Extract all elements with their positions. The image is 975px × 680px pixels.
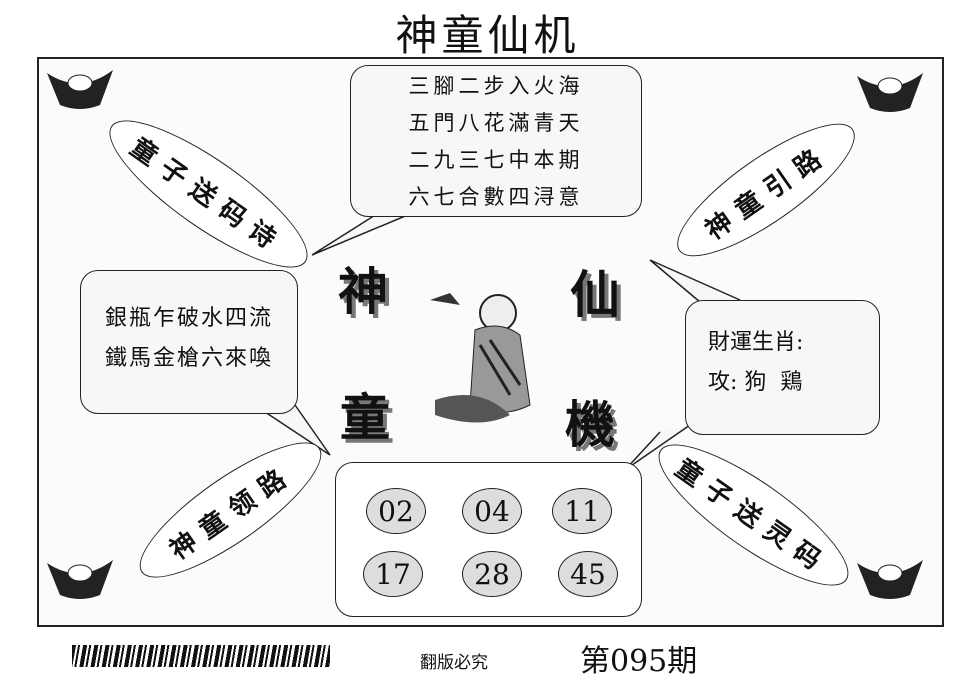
big-char-shen: 神	[338, 262, 388, 321]
poem-line: 五門八花滿青天	[408, 111, 584, 135]
big-char-tong: 童	[340, 388, 390, 447]
zodiac-label: 財運生肖:	[708, 330, 804, 355]
poem-line: 二九三七中本期	[408, 148, 584, 172]
zodiac-values: 攻: 狗 鶏	[708, 370, 803, 395]
poem-line: 三腳二步入火海	[408, 74, 584, 98]
big-char-xian: 仙	[570, 265, 620, 324]
verse-box: 銀瓶乍破水四流 鐵馬金槍六來喚	[80, 270, 298, 414]
number-ball: 45	[558, 551, 618, 597]
number-ball: 02	[366, 488, 426, 534]
gold-ingot-icon	[47, 70, 113, 109]
gold-ingot-icon	[47, 560, 113, 599]
number-ball: 28	[462, 551, 522, 597]
poem-box: 三腳二步入火海 五門八花滿青天 二九三七中本期 六七合數四浔意	[350, 65, 642, 217]
poem-line: 六七合數四浔意	[408, 185, 584, 209]
verse-line: 鐵馬金槍六來喚	[104, 346, 273, 371]
gold-ingot-icon	[857, 560, 923, 599]
number-ball: 04	[462, 488, 522, 534]
zodiac-box: 財運生肖: 攻: 狗 鶏	[685, 300, 880, 435]
child-figure-illustration	[430, 293, 531, 423]
page-title: 神童仙机	[395, 11, 580, 60]
issue-number: 第095期	[580, 644, 698, 679]
gold-ingot-icon	[857, 73, 923, 112]
barcode	[72, 645, 330, 667]
number-ball: 17	[363, 551, 423, 597]
number-ball: 11	[552, 488, 612, 534]
big-char-ji: 機	[565, 395, 615, 454]
copyright-notice: 翻版必究	[420, 653, 488, 673]
verse-line: 銀瓶乍破水四流	[104, 306, 273, 331]
